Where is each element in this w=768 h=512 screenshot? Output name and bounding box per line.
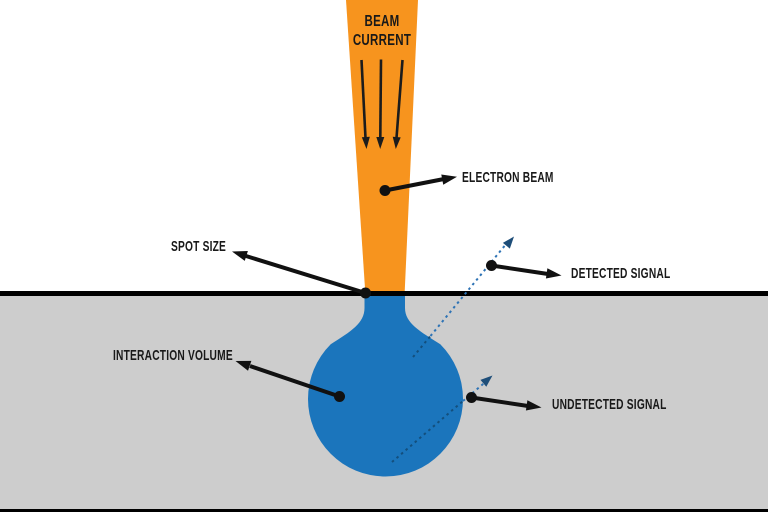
bottom-edge-bar (0, 509, 768, 512)
undetected-signal-callout-arrowhead-icon (525, 400, 542, 411)
detected-signal-label: DETECTED SIGNAL (571, 265, 671, 282)
detected-signal-callout-arrowhead-icon (545, 268, 562, 279)
beam-current-arrow-right (395, 59, 404, 139)
electron-beam-callout-line (384, 177, 445, 193)
electron-beam-callout-dot (379, 185, 391, 196)
interaction-volume-shape (308, 292, 463, 477)
interaction-volume-callout-line (249, 364, 341, 399)
surface-line (0, 291, 768, 296)
detected-signal-arrowhead-icon (502, 236, 514, 249)
detected-signal-callout-line (491, 263, 549, 276)
electron-beam-label: ELECTRON BEAM (462, 169, 554, 186)
beam-current-label-line1: BEAM (364, 13, 400, 30)
undetected-signal-arrowhead-icon (480, 375, 493, 387)
interaction-volume-callout-dot (334, 391, 345, 402)
callout-arrows (232, 174, 562, 411)
beam-current-arrow-left (360, 59, 367, 139)
detected-signal-callout-dot (486, 260, 497, 271)
beam-current-arrow-middle (379, 59, 383, 139)
undetected-signal-callout-dot (466, 392, 477, 403)
undetected-signal-callout-line (471, 395, 529, 408)
spot-size-label: SPOT SIZE (170, 238, 226, 255)
beam-current-arrows (360, 59, 404, 149)
undetected-signal-ray-inside (391, 400, 464, 463)
interaction-volume-label: INTERACTION VOLUME (113, 347, 233, 364)
interaction-volume-callout-arrowhead-icon (235, 360, 252, 371)
spot-size-callout-line (245, 254, 367, 295)
beam-current-arrowhead-left-icon (361, 136, 370, 149)
electron-beam-shape (346, 0, 418, 296)
spot-size-callout-arrowhead-icon (232, 250, 248, 261)
beam-current-arrowhead-middle-icon (376, 136, 385, 149)
undetected-signal-ray (462, 381, 487, 402)
electron-beam-callout-arrowhead-icon (441, 174, 457, 185)
spot-size-callout-dot (360, 287, 371, 299)
detected-signal-ray-inside (412, 335, 432, 358)
beam-current-label: BEAM CURRENT (339, 12, 425, 50)
beam-current-label-line2: CURRENT (352, 32, 412, 49)
beam-current-arrowhead-right-icon (392, 136, 401, 149)
undetected-signal-label: UNDETECTED SIGNAL (552, 396, 667, 413)
